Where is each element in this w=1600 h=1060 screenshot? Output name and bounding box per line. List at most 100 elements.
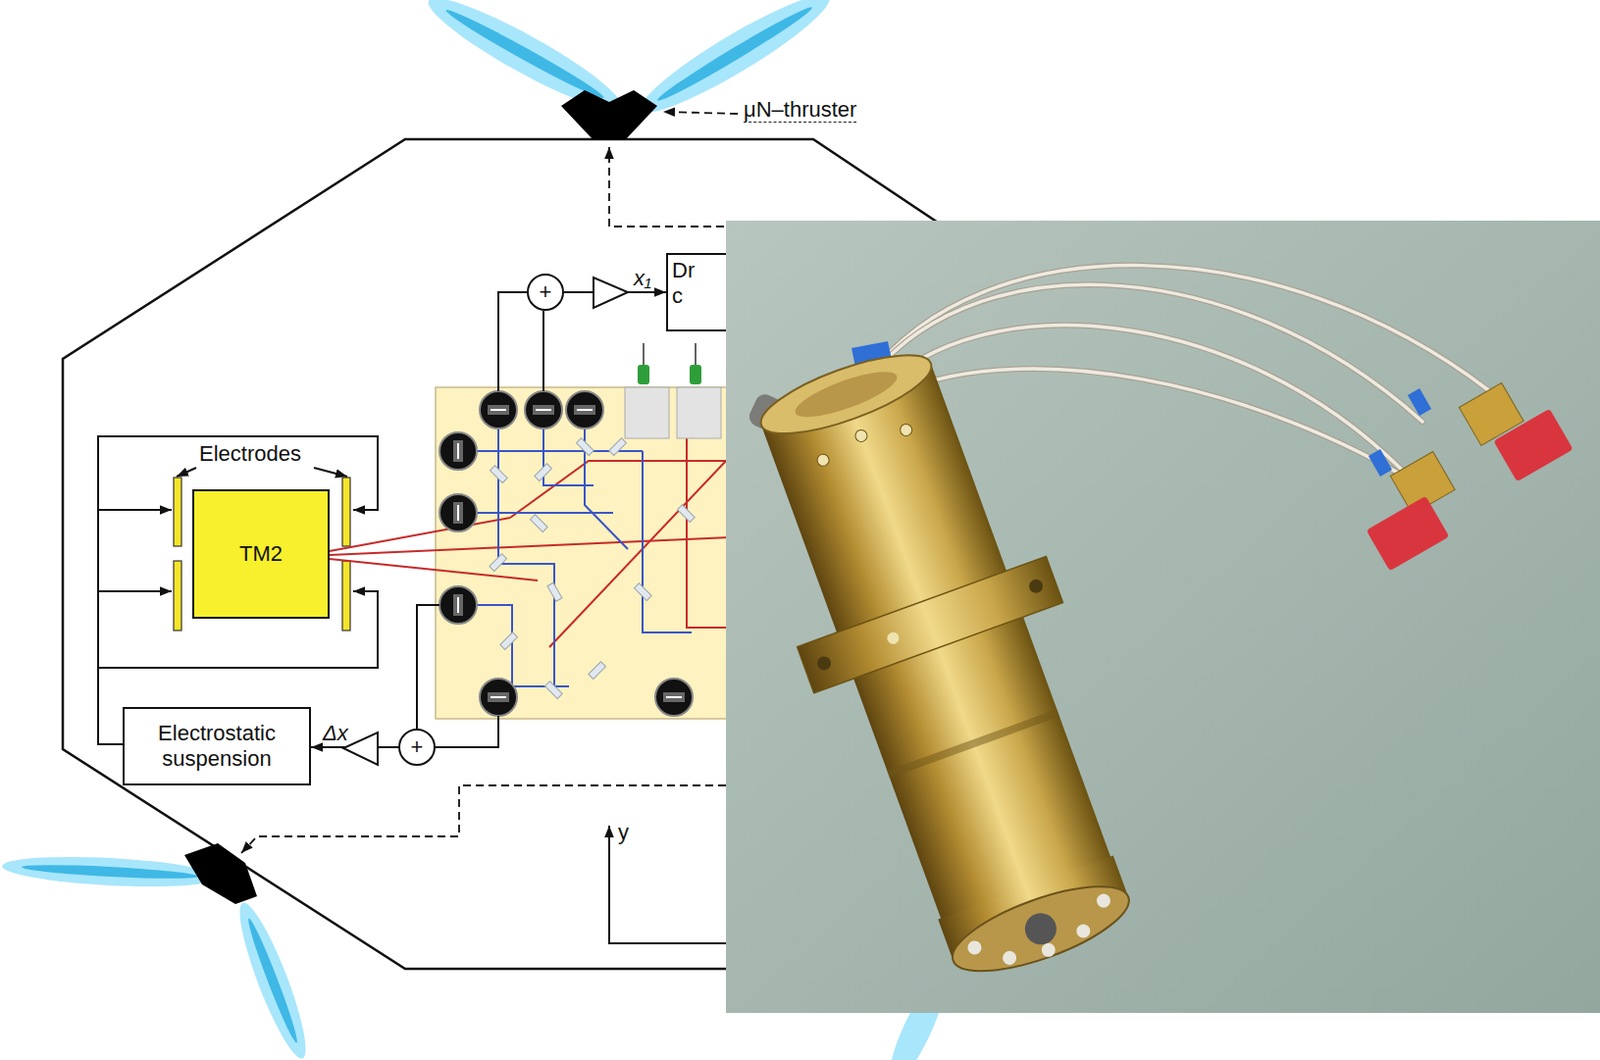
thruster-photo [797,556,1064,693]
laser-beam [549,461,726,648]
thruster-photo [713,220,1600,1014]
photodiode [524,391,563,429]
fiber-injector [624,343,722,439]
micro-thruster [184,843,258,905]
photodiode [453,502,464,524]
photodiode [663,692,685,703]
measurement-beam [476,605,569,687]
thruster-photo [898,422,914,438]
node-text: TM2 [239,541,283,568]
node-text: Dr c [671,258,706,310]
thruster-photo [1407,388,1432,416]
thruster-plume [654,1,816,105]
thruster-photo [885,630,901,646]
measurement-beam [642,451,692,633]
electrode-wiring [98,509,172,512]
thruster-photo [815,453,830,468]
measurement-beam [498,428,555,692]
photodiode [479,678,517,717]
thruster-plume [21,862,199,881]
laser-beam [329,517,511,552]
beam-splitter [609,438,627,457]
electrode-wiring [98,590,172,593]
thruster-photo [713,325,1176,1003]
signal-wire [498,292,527,392]
node-text: + [539,281,553,304]
fiber-injector [643,343,696,371]
thruster-plume [229,897,317,1060]
thruster-photo [942,870,1138,989]
controller-box: Dr c [666,253,726,332]
photodiode [532,405,555,415]
beam-splitter [489,438,695,700]
amplifier-symbol [343,277,628,766]
beam-splitter [489,554,508,572]
fiber-injector [676,387,722,439]
thruster-photo [1493,409,1573,483]
fiber-injector [624,387,670,439]
laser-beam [329,412,730,648]
photodiode [490,696,507,699]
fiber-injector [689,364,702,385]
fiber-injector [637,364,650,385]
signal-label: Δx [322,721,349,746]
electrode-plate [342,477,351,547]
command-line [609,147,929,227]
beam-splitter [634,583,653,602]
process-box: Electrostatic suspension [122,707,311,786]
thruster-plume [0,852,218,891]
thruster-photo [761,363,1125,956]
thruster-photo [1027,577,1045,596]
electrode-plate [173,477,182,547]
thruster-photo [1020,909,1061,950]
photodiode [655,678,693,717]
photodiode [576,409,593,412]
electrode-plate [173,477,351,631]
photodiode [439,494,477,532]
beam-splitter [490,465,509,484]
photodiode [487,692,510,703]
photodiode [457,505,460,521]
thruster-photo [815,654,833,672]
thruster-plume [244,917,302,1046]
photodiode [479,391,517,429]
measurement-beam [476,428,692,692]
summing-junction: + [526,273,565,311]
beam-splitter [677,505,696,523]
electrode-wiring [176,467,197,477]
part-label: μN–thruster [743,97,857,123]
photodiode [490,409,507,412]
laser-beam [329,537,730,556]
thruster-photo [1366,496,1450,572]
beam-splitter [547,582,563,602]
signal-wire [416,605,440,729]
beam-splitter [576,438,595,457]
electrode-plate [342,561,351,631]
thruster-photo [1094,892,1113,911]
electrode-wiring [98,436,378,745]
summing-junction: + [398,728,436,767]
beam-splitter [534,464,553,482]
beam-splitter [500,632,518,651]
photodiode [573,405,596,415]
thruster-photo [886,709,1060,778]
laser-beam [686,412,730,628]
photodiode [439,432,477,470]
command-line [663,111,738,114]
photodiode [457,597,460,614]
thruster-photo [853,428,869,444]
measurement-beam [543,428,594,486]
signal-label: x₁ [633,265,652,291]
thruster-plume [443,4,608,104]
photodiode [439,391,693,717]
thruster-photo [790,362,902,426]
node-text: Electrostatic suspension [124,721,310,774]
thruster-photo [1000,949,1019,968]
test-mass: TM2 [192,489,330,620]
electrode-wiring [313,467,348,477]
micro-thruster [561,90,658,140]
laser-beam [329,559,538,581]
photodiode [439,586,477,624]
beam-splitter [588,662,607,680]
